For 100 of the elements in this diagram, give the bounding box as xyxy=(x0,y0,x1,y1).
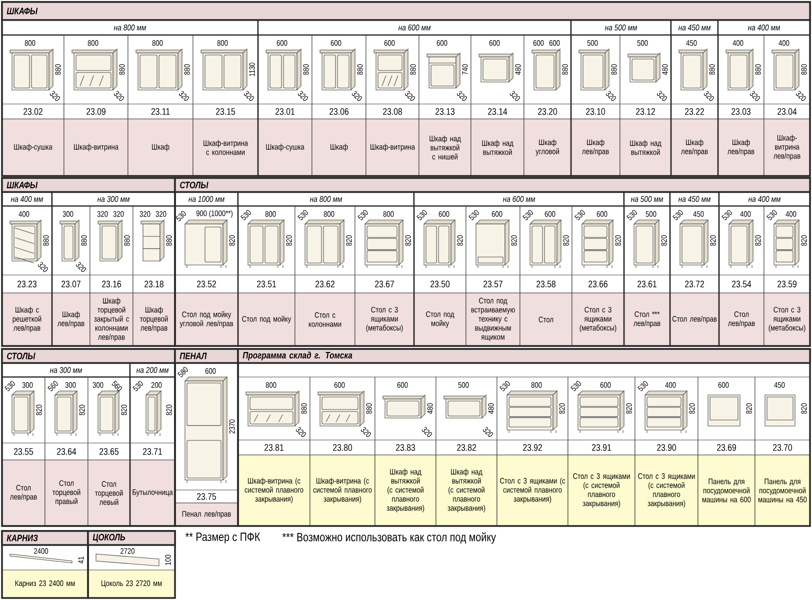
article-number: 23.75 xyxy=(174,490,238,504)
dimension-label: 530 xyxy=(522,210,533,220)
dimension-label: 580 xyxy=(178,367,188,378)
dimension-label: 880 xyxy=(303,64,309,75)
article-number: 23.81 xyxy=(238,440,310,456)
dimension-label: 880 xyxy=(357,64,363,75)
dimension-label: 900 (1000**) xyxy=(196,210,232,218)
dimension-label: 320 xyxy=(244,90,254,101)
item-name: Стол с 3 ящиками (метабоксы) xyxy=(764,292,810,346)
article-number: 23.52 xyxy=(174,274,238,294)
article-number: 23.09 xyxy=(64,104,128,120)
item-name: Цоколь 23 2720 мм xyxy=(88,570,176,598)
dimension-label: 820 xyxy=(626,403,632,414)
article-number: 23.61 xyxy=(624,274,670,294)
item-name: Стол с 3 ящиками (с системой плавного закрывания) xyxy=(496,454,568,526)
article-number: 23.04 xyxy=(764,104,810,120)
article-number: 23.65 xyxy=(88,442,130,460)
dimension-label: 880 xyxy=(410,64,416,75)
item-name: Шкаф-витрина xyxy=(64,118,128,176)
item-name: Стол с 3 ящиками (с системой плавного закрывания) xyxy=(568,454,636,526)
dimension-label: 400 xyxy=(18,211,30,217)
dimension-label: 800 xyxy=(24,40,36,46)
dimension-label: 400 xyxy=(665,382,676,388)
width-heading: на 200 мм xyxy=(129,362,176,378)
dimension-label: 600 xyxy=(492,211,502,217)
article-number: 23.14 xyxy=(470,104,524,120)
article-number: 23.71 xyxy=(130,442,176,460)
article-number: 23.54 xyxy=(718,274,764,294)
dimension-label: 880 xyxy=(755,64,761,75)
dimension-label: 600 xyxy=(384,40,395,46)
dimension-label: 820 xyxy=(457,235,463,246)
article-number: 23.91 xyxy=(568,440,636,456)
dimension-label: 480 xyxy=(515,64,521,75)
dimension-label: 320 xyxy=(606,90,616,101)
item-name: Шкаф-витрина xyxy=(366,118,420,176)
article-number: 23.16 xyxy=(90,274,134,294)
dimension-label: 300 xyxy=(65,382,76,388)
article-number: 23.66 xyxy=(572,274,624,294)
width-heading: на 500 мм xyxy=(623,191,671,207)
dimension-label: 880 xyxy=(611,64,617,75)
item-name: Шкаф xyxy=(128,118,194,176)
article-number: 23.23 xyxy=(2,274,52,294)
article-number: 23.50 xyxy=(414,274,466,294)
dimension-label: 820 xyxy=(229,235,235,246)
dimension-label: 880 xyxy=(124,235,130,246)
dimension-label: 560 xyxy=(48,381,58,392)
dimension-label: 530 xyxy=(416,210,427,220)
dimension-label: 320 xyxy=(360,426,371,437)
article-number: 23.70 xyxy=(754,440,810,456)
dimension-label: 530 xyxy=(722,210,732,220)
article-number: 23.03 xyxy=(718,104,764,120)
dimension-label: 820 xyxy=(801,235,807,246)
dimension-label: 820 xyxy=(710,235,716,246)
dimension-label: 880 xyxy=(709,64,715,75)
item-name: Шкаф xyxy=(312,118,366,176)
dimension-label: 740 xyxy=(462,64,468,75)
item-name: Шкаф над вытяжкой (с системой плавного закрывания) xyxy=(374,454,436,526)
dimension-label: 320 xyxy=(38,262,48,272)
dimension-label: 880 xyxy=(562,64,568,75)
dimension-label: 880 xyxy=(81,235,87,246)
item-name: Панель для посудомоечной машины на 600 xyxy=(698,454,756,526)
dimension-label: 530 xyxy=(4,381,15,392)
dimension-label: 600 xyxy=(718,382,729,388)
dimension-label: 500 xyxy=(587,40,598,46)
article-number: 23.06 xyxy=(312,104,366,120)
item-name: Стол под встраиваемую технику с выдвижным ящиком xyxy=(466,292,520,346)
dimension-label: 320 xyxy=(510,90,520,101)
dimension-label: 320 xyxy=(178,90,189,101)
dimension-label: 880 xyxy=(166,235,172,246)
dimension-label: 400 xyxy=(740,211,751,217)
article-number: 23.15 xyxy=(192,104,258,120)
item-name: Шкаф-витрина лев/прав xyxy=(764,118,810,176)
dimension-label: 820 xyxy=(661,235,667,246)
item-name: Карниз 23 2400 мм xyxy=(2,570,88,598)
item-name: Шкаф с решеткой лев/прав xyxy=(2,292,52,346)
width-heading: на 800 мм xyxy=(1,19,259,36)
dimension-label: 600 xyxy=(489,40,500,46)
article-number: 23.59 xyxy=(764,274,810,294)
article-number: 23.01 xyxy=(258,104,312,120)
item-name: Стол с 3 ящиками (с системой плавного закрывания) xyxy=(634,454,698,526)
article-number: 23.12 xyxy=(620,104,672,120)
dimension-label: 530 xyxy=(468,210,479,220)
dimension-label: 450 xyxy=(693,211,704,217)
dimension-label: 800 xyxy=(324,211,334,217)
article-number: 23.90 xyxy=(634,440,698,456)
dimension-label: 800 xyxy=(383,211,394,217)
item-name: Пенал лев/прав xyxy=(174,502,238,526)
dimension-label: 880 xyxy=(184,64,190,75)
dimension-label: 320 xyxy=(482,426,493,437)
item-name: Стол с колоннами xyxy=(294,292,356,346)
item-name: Стол с 3 ящиками (метабоксы) xyxy=(572,292,624,346)
dimension-label: 600 xyxy=(330,40,342,46)
item-name: Стол торцевой правый xyxy=(44,460,88,526)
dimension-label: 530 xyxy=(500,381,510,392)
dimension-label: 530 xyxy=(358,210,368,220)
dimension-label: 530 xyxy=(574,210,585,220)
dimension-label: 530 xyxy=(176,211,186,222)
item-name: Шкаф над вытяжкой xyxy=(470,118,524,176)
dimension-label: 320 xyxy=(750,90,760,101)
article-number: 23.82 xyxy=(436,440,498,456)
